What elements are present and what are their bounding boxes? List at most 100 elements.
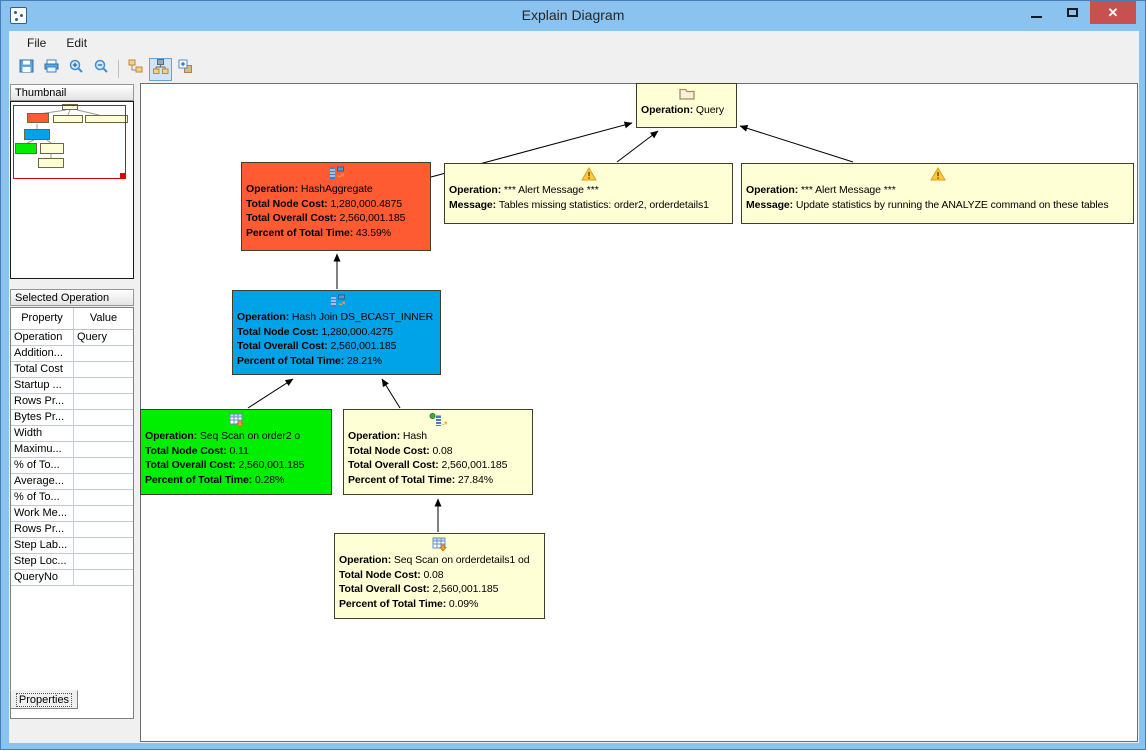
node-text-row: Operation: *** Alert Message *** xyxy=(449,184,599,196)
node-text-row: Operation: Hash Join DS_BCAST_INNER xyxy=(237,311,434,323)
node-text-row: Total Node Cost: 0.11 xyxy=(145,444,249,457)
property-cell: Maximu... xyxy=(11,442,74,457)
node-text-row: Operation: *** Alert Message *** xyxy=(746,184,896,196)
value-cell xyxy=(74,410,133,425)
node-text-row: Percent of Total Time: 27.84% xyxy=(348,473,493,486)
menu-bar: File Edit xyxy=(9,31,1139,55)
org-chart-layout-button[interactable] xyxy=(149,57,172,81)
tab-properties[interactable]: Properties xyxy=(10,690,78,709)
maximize-button[interactable] xyxy=(1057,1,1087,24)
minimize-button[interactable] xyxy=(1021,1,1051,24)
thumbnail-mini-node-hash_aggregate xyxy=(27,113,49,123)
selected-operation-header: Selected Operation xyxy=(10,289,134,306)
hash-aggregate-icon xyxy=(246,165,426,182)
property-row[interactable]: % of To... xyxy=(11,490,133,506)
property-row[interactable]: Bytes Pr... xyxy=(11,410,133,426)
property-row[interactable]: Total Cost xyxy=(11,362,133,378)
property-cell: Addition... xyxy=(11,346,74,361)
node-text-row: Message: Tables missing statistics: orde… xyxy=(449,198,709,211)
zoom-in-button[interactable] xyxy=(65,58,88,81)
property-row[interactable]: Step Loc... xyxy=(11,554,133,570)
value-cell xyxy=(74,458,133,473)
zoom-out-icon xyxy=(93,58,110,80)
thumbnail-mini-node-hash_join xyxy=(24,129,50,140)
property-row[interactable]: Maximu... xyxy=(11,442,133,458)
tree-layout-button[interactable] xyxy=(124,58,147,81)
close-button[interactable]: ✕ xyxy=(1090,1,1136,24)
viewport-resize-handle[interactable] xyxy=(120,173,126,179)
property-cell: Total Cost xyxy=(11,362,74,377)
thumbnail-mini-node-seq_scan_orderdetails1 xyxy=(38,158,64,168)
print-icon xyxy=(43,58,60,80)
minimize-icon xyxy=(1030,15,1042,18)
print-button[interactable] xyxy=(40,58,63,81)
thumbnail-viewport[interactable] xyxy=(13,105,126,179)
value-cell xyxy=(74,378,133,393)
value-cell xyxy=(74,474,133,489)
node-alert_missing_stats[interactable]: Operation: *** Alert Message *** Message:… xyxy=(444,163,733,224)
thumbnail-header: Thumbnail xyxy=(10,84,134,101)
property-row[interactable]: Step Lab... xyxy=(11,538,133,554)
value-cell: Query xyxy=(77,331,107,343)
zoom-out-button[interactable] xyxy=(90,58,113,81)
zoom-in-icon xyxy=(68,58,85,80)
property-row[interactable]: Work Me... xyxy=(11,506,133,522)
node-text-row: Operation: Hash xyxy=(348,430,428,442)
menu-edit[interactable]: Edit xyxy=(66,36,88,50)
property-row[interactable]: Rows Pr... xyxy=(11,522,133,538)
property-row[interactable]: Average... xyxy=(11,474,133,490)
property-row[interactable]: Rows Pr... xyxy=(11,394,133,410)
hash-join-icon xyxy=(237,293,436,310)
value-cell xyxy=(74,362,133,377)
value-cell xyxy=(74,394,133,409)
property-row[interactable]: Addition... xyxy=(11,346,133,362)
expand-nodes-button[interactable] xyxy=(174,58,197,81)
property-row[interactable]: QueryNo xyxy=(11,570,133,586)
column-property: Property xyxy=(11,308,74,329)
value-cell xyxy=(74,538,133,553)
node-text-row: Total Overall Cost: 2,560,001.185 xyxy=(339,583,499,595)
property-row[interactable]: Width xyxy=(11,426,133,442)
folder-icon xyxy=(641,86,732,103)
property-cell: QueryNo xyxy=(11,570,74,585)
maximize-icon xyxy=(1066,8,1078,17)
thumbnail-mini-node-alert_analyze xyxy=(85,115,128,123)
property-row[interactable]: % of To... xyxy=(11,458,133,474)
value-cell xyxy=(74,554,133,569)
node-alert_analyze[interactable]: Operation: *** Alert Message ***Message:… xyxy=(741,163,1134,224)
node-text-row: Total Node Cost: 1,280,000.4875 xyxy=(246,197,403,210)
value-cell xyxy=(74,490,133,505)
value-cell xyxy=(74,570,133,585)
node-query[interactable]: Operation: Query xyxy=(636,83,737,128)
table-scan-icon xyxy=(145,412,327,429)
node-text-row: Operation: Seq Scan on orderdetails1 od xyxy=(339,554,530,566)
node-text-row: Percent of Total Time: 0.09% xyxy=(339,597,479,610)
property-row[interactable]: Startup ... xyxy=(11,378,133,394)
close-icon: ✕ xyxy=(1107,4,1119,20)
node-text-row: Percent of Total Time: 0.28% xyxy=(145,473,285,486)
window-title: Explain Diagram xyxy=(521,7,625,23)
node-seq_scan_orderdetails1[interactable]: Operation: Seq Scan on orderdetails1 od T… xyxy=(334,533,545,619)
titlebar[interactable]: Explain Diagram ✕ xyxy=(1,1,1145,31)
value-cell xyxy=(74,442,133,457)
property-cell: Step Lab... xyxy=(11,538,74,553)
property-cell: Operation xyxy=(11,330,74,345)
node-text-row: Total Overall Cost: 2,560,001.185 xyxy=(145,459,305,471)
thumbnail-panel[interactable] xyxy=(10,101,134,279)
expand-nodes-icon xyxy=(177,58,194,80)
menu-file[interactable]: File xyxy=(27,36,47,50)
org-chart-layout-icon xyxy=(152,58,169,80)
table-scan-icon xyxy=(339,536,540,553)
thumbnail-mini-node-seq_scan_order2 xyxy=(15,143,37,154)
property-cell: % of To... xyxy=(11,490,74,505)
property-cell: Width xyxy=(11,426,74,441)
thumbnail-mini-node-hash xyxy=(40,143,64,154)
save-button[interactable] xyxy=(15,58,38,81)
